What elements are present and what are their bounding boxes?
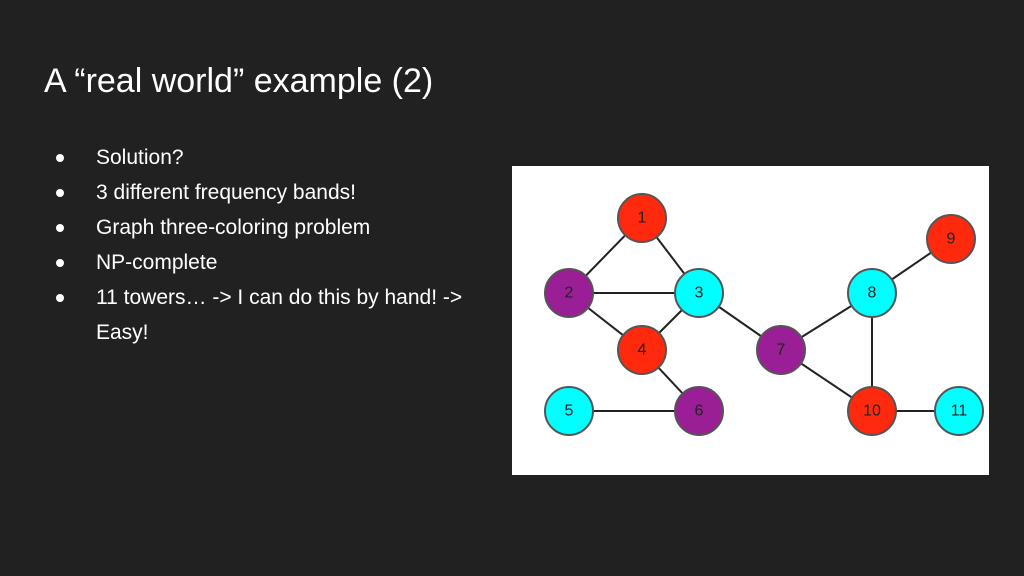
graph-node-7: 7 — [756, 325, 806, 375]
bullet-text: 3 different frequency bands! — [96, 181, 356, 204]
graph-node-label: 2 — [565, 285, 574, 302]
graph-node-label: 3 — [695, 285, 704, 302]
graph-node-circle — [847, 268, 897, 318]
bullet-dot-icon — [56, 259, 64, 267]
graph-node-11: 11 — [934, 386, 984, 436]
bullet-dot-icon — [56, 224, 64, 232]
bullet-text: 11 towers… -> I can do this by hand! -> … — [96, 286, 463, 344]
graph-node-label: 9 — [947, 231, 956, 248]
bullet-dot-icon — [56, 154, 64, 162]
graph-node-label: 10 — [863, 403, 881, 420]
bullet-item: 3 different frequency bands! — [48, 175, 468, 210]
graph-node-3: 3 — [674, 268, 724, 318]
graph-nodes: 1 2 3 4 5 6 7 8 9 10 11 — [544, 193, 984, 436]
graph-node-circle — [617, 325, 667, 375]
graph-node-label: 7 — [777, 342, 786, 359]
bullet-item: NP-complete — [48, 245, 468, 280]
bullet-list: Solution? 3 different frequency bands! G… — [48, 140, 468, 350]
graph-node-label: 4 — [638, 342, 647, 359]
graph-node-label: 8 — [868, 285, 877, 302]
graph-node-label: 11 — [951, 403, 968, 420]
graph-node-circle — [674, 386, 724, 436]
graph-node-circle — [934, 386, 984, 436]
graph-node-circle — [544, 268, 594, 318]
graph-node-circle — [544, 386, 594, 436]
bullet-text: NP-complete — [96, 251, 218, 274]
graph-node-1: 1 — [617, 193, 667, 243]
graph-node-circle — [617, 193, 667, 243]
graph-node-5: 5 — [544, 386, 594, 436]
graph-panel: 1 2 3 4 5 6 7 8 9 10 11 — [512, 166, 989, 475]
graph-node-circle — [674, 268, 724, 318]
graph-node-label: 1 — [638, 210, 647, 227]
graph-node-circle — [926, 214, 976, 264]
graph-edges — [568, 217, 959, 412]
graph-node-2: 2 — [544, 268, 594, 318]
bullet-dot-icon — [56, 294, 64, 302]
bullet-item: Graph three-coloring problem — [48, 210, 468, 245]
bullet-text: Solution? — [96, 146, 184, 169]
graph-node-circle — [756, 325, 806, 375]
graph-node-label: 6 — [695, 403, 704, 420]
bullet-dot-icon — [56, 189, 64, 197]
bullet-text: Graph three-coloring problem — [96, 216, 371, 239]
graph-node-label: 5 — [565, 403, 574, 420]
graph-coloring-diagram: 1 2 3 4 5 6 7 8 9 10 11 — [544, 193, 984, 436]
bullet-item: 11 towers… -> I can do this by hand! -> … — [48, 280, 468, 350]
graph-node-8: 8 — [847, 268, 897, 318]
bullet-item: Solution? — [48, 140, 468, 175]
graph-node-4: 4 — [617, 325, 667, 375]
graph-node-10: 10 — [847, 386, 897, 436]
graph-node-9: 9 — [926, 214, 976, 264]
graph-node-circle — [847, 386, 897, 436]
slide-title: A “real world” example (2) — [44, 62, 434, 100]
graph-node-6: 6 — [674, 386, 724, 436]
